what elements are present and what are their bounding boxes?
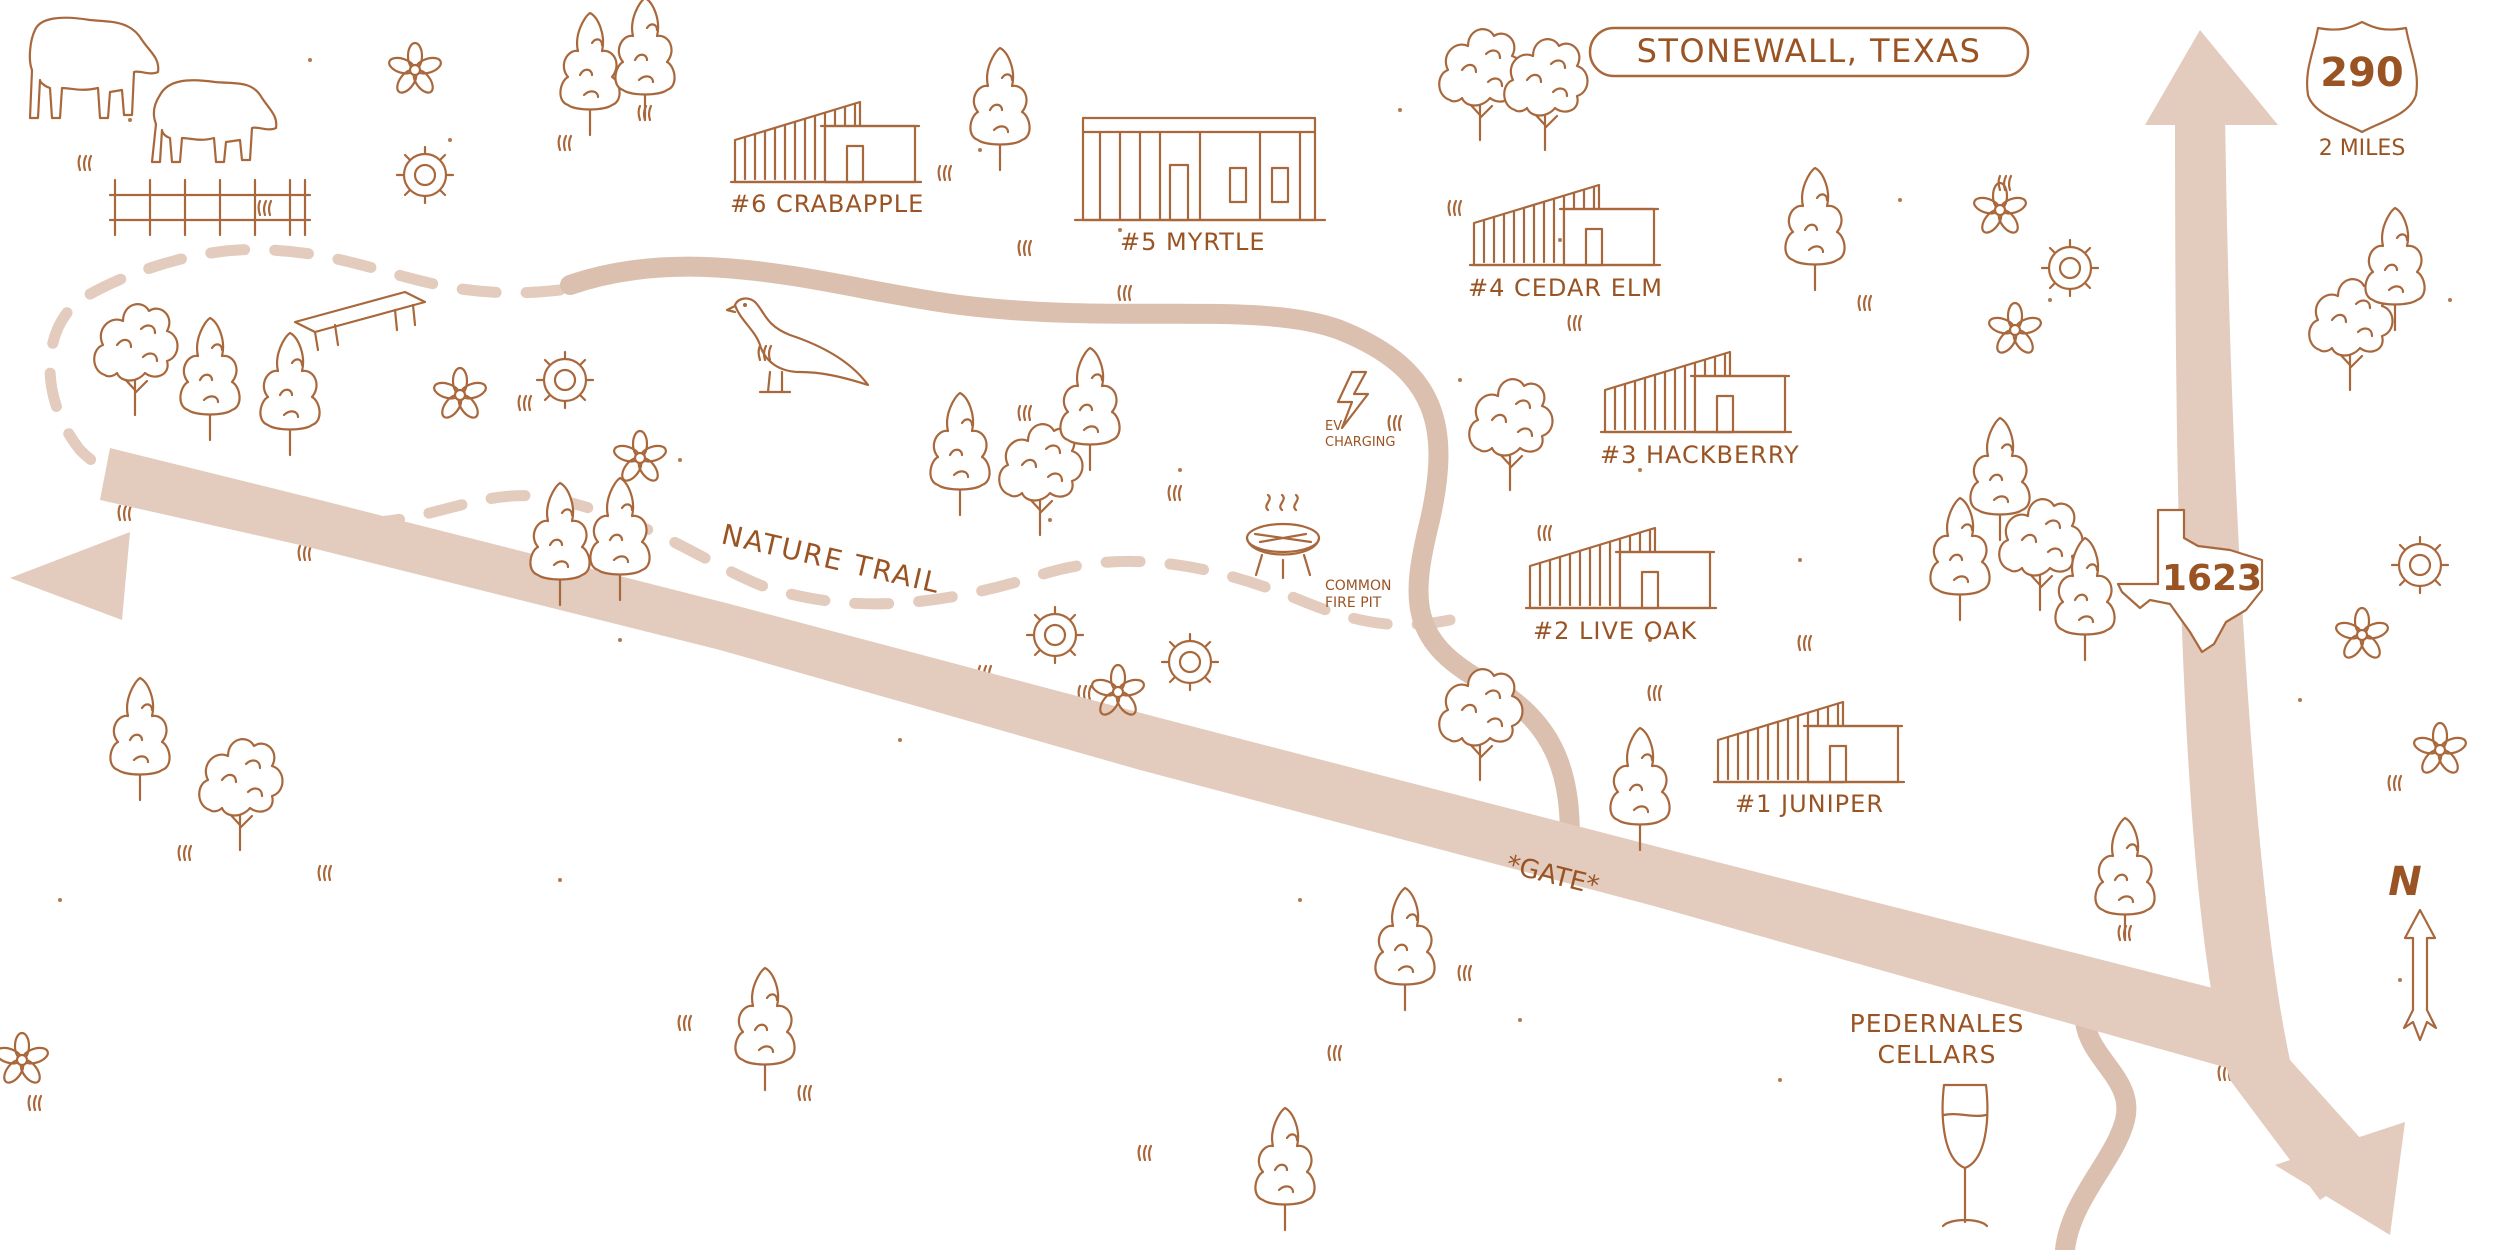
north-arrow: N <box>2388 859 2438 1042</box>
cabin-label: #5 MYRTLE <box>1120 228 1266 256</box>
cabin-6-crabapple[interactable]: #6 CRABAPPLE <box>729 100 924 218</box>
tx-1623-marker[interactable]: 1623 <box>2116 508 2264 654</box>
cow-icon <box>150 79 278 164</box>
lightning-icon <box>1336 370 1370 430</box>
nature-trail-label: NATURE TRAIL <box>718 518 944 601</box>
cabin-label: #6 CRABAPPLE <box>730 190 924 218</box>
page-title: STONEWALL, TEXAS <box>1637 32 1982 70</box>
winery-name-line1: PEDERNALES <box>1850 1009 2025 1038</box>
location-title: STONEWALL, TEXAS <box>1588 26 2030 78</box>
cabin-3-hackberry[interactable]: #3 HACKBERRY <box>1599 350 1800 469</box>
nature-trail <box>44 243 1456 631</box>
us-290-shield[interactable]: 290 2 MILES <box>2306 20 2418 161</box>
wine-glass-icon <box>1941 1083 1989 1228</box>
fire-pit-icon <box>1245 493 1321 580</box>
cabin-label: #3 HACKBERRY <box>1600 441 1800 469</box>
bird-icon <box>725 297 870 394</box>
upper-albert-road <box>100 448 2270 1080</box>
fire-pit-label-line2: FIRE PIT <box>1325 595 1382 611</box>
common-fire-pit[interactable]: COMMON FIRE PIT <box>1245 493 1391 611</box>
highway-290-number: 290 <box>2320 50 2404 96</box>
cow-icon <box>28 16 160 120</box>
ev-label-line1: EV <box>1325 419 1342 434</box>
ev-charging[interactable]: EV CHARGING <box>1325 370 1395 450</box>
west-road-arrow <box>10 532 130 620</box>
winery-drive <box>2055 1012 2137 1250</box>
north-highway-arrow <box>2145 30 2278 125</box>
highway-1623-number: 1623 <box>2162 558 2262 599</box>
highway-1623 <box>2175 110 2380 1200</box>
pedernales-cellars[interactable]: PEDERNALES CELLARS <box>1850 1009 2025 1228</box>
roads <box>10 30 2405 1235</box>
cabin-1-juniper[interactable]: #1 JUNIPER <box>1712 700 1906 818</box>
ev-label-line2: CHARGING <box>1325 435 1395 450</box>
cabin-label: #2 LIVE OAK <box>1533 617 1698 645</box>
cabin-5-myrtle[interactable]: #5 MYRTLE <box>1073 116 1327 256</box>
south-highway-arrow <box>2275 1122 2405 1235</box>
pasture-animals <box>28 16 312 237</box>
cabin-2-live-oak[interactable]: #2 LIVE OAK <box>1524 526 1718 645</box>
cabin-4-cedar-elm[interactable]: #4 CEDAR ELM <box>1468 183 1663 302</box>
cabin-label: #1 JUNIPER <box>1735 790 1884 818</box>
fire-pit-label-line1: COMMON <box>1325 578 1391 594</box>
cabin-label: #4 CEDAR ELM <box>1468 274 1663 302</box>
north-label: N <box>2388 859 2421 905</box>
highway-distance: 2 MILES <box>2319 136 2406 161</box>
winery-name-line2: CELLARS <box>1877 1040 1996 1069</box>
fence-icon <box>108 178 312 237</box>
bench-icon <box>293 290 427 352</box>
